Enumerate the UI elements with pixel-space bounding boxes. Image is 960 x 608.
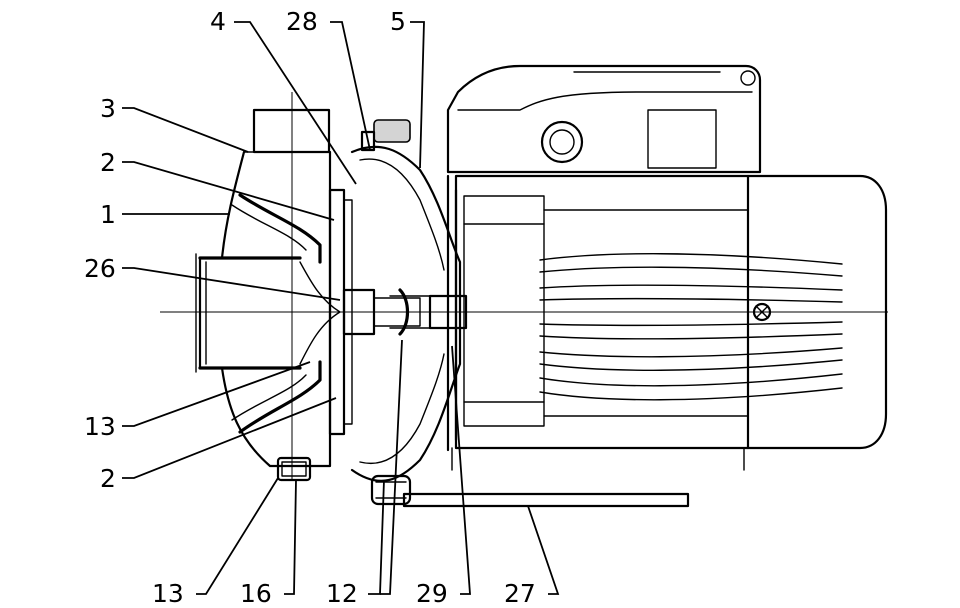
label-5: 5 (390, 7, 406, 36)
label-2-lower: 2 (100, 464, 116, 493)
impeller (328, 188, 421, 436)
label-29: 29 (416, 579, 448, 608)
label-16: 16 (240, 579, 272, 608)
label-1: 1 (100, 200, 116, 229)
motor (428, 64, 888, 471)
label-26: 26 (84, 254, 116, 283)
label-4: 4 (210, 7, 226, 36)
label-13-bottom: 13 (152, 579, 184, 608)
base-plate (402, 492, 690, 508)
label-12: 12 (326, 579, 358, 608)
label-28: 28 (286, 7, 318, 36)
label-2-upper: 2 (100, 148, 116, 177)
label-3: 3 (100, 94, 116, 123)
label-27: 27 (504, 579, 536, 608)
leader-lines (122, 21, 560, 595)
label-13-left: 13 (84, 412, 116, 441)
pump-casing (350, 119, 462, 506)
pump-housing (195, 108, 341, 482)
